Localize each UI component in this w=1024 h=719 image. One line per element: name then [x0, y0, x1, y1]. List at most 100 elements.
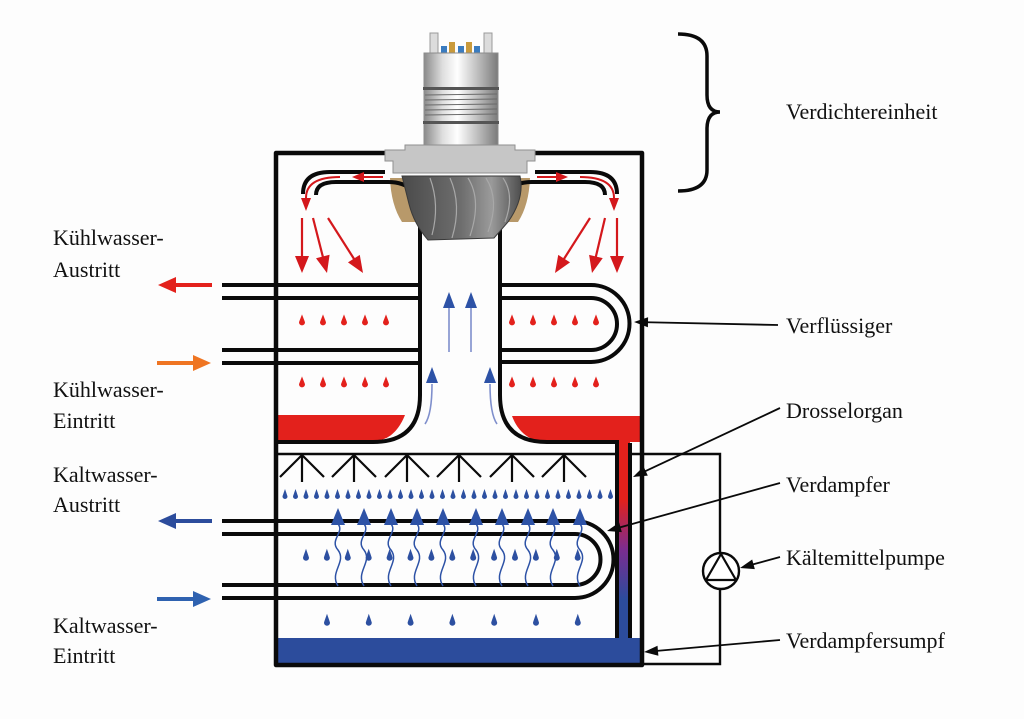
leader-evaporator-sump	[644, 639, 781, 656]
chilled-water-inlet-arrow-icon	[157, 591, 211, 607]
evaporation-arrow-wave	[472, 523, 480, 587]
spray-drop	[503, 489, 508, 499]
left-labels: Kühlwasser- Austritt Kühlwasser- Eintrit…	[53, 225, 164, 668]
suction-arrow	[465, 292, 477, 352]
evaporator-droplets	[303, 548, 581, 626]
motor-band-lower	[423, 121, 499, 124]
spray-drop	[576, 489, 582, 499]
label-throttle: Drosselorgan	[786, 398, 903, 423]
cooling-water-outlet-arrow-icon-head	[158, 277, 176, 293]
bundle-drop	[344, 548, 351, 561]
spray-drop	[513, 489, 519, 499]
motor-band-upper	[423, 87, 499, 90]
vapor-down-arrow-shaft	[311, 217, 325, 258]
condensate-drop	[383, 314, 389, 326]
suction-arrow	[443, 292, 455, 352]
evaporator-separator-line	[276, 452, 722, 553]
condensate-drop	[299, 376, 305, 388]
vapor-curve-left-head	[301, 198, 311, 211]
bundle-drop	[574, 548, 581, 561]
condenser-liquid-left	[278, 415, 405, 441]
evaporation-arrow	[436, 508, 450, 587]
suction-arrow-head	[484, 367, 496, 383]
pump-return-line	[642, 589, 722, 666]
spray-drop	[377, 489, 382, 499]
motor-housing	[423, 52, 499, 149]
bundle-drop	[386, 548, 393, 561]
flow-marks	[157, 172, 781, 656]
condensing-vapor-arrows	[295, 217, 624, 273]
spray-drop	[293, 489, 298, 499]
falling-drop	[324, 613, 330, 626]
evaporation-arrow-wave	[549, 523, 557, 587]
condensate-drop	[383, 376, 389, 388]
connector	[458, 46, 464, 54]
chilled-water-inlet-arrow-icon-head	[193, 591, 211, 607]
label-cooling-water-inlet-line1: Kühlwasser-	[53, 377, 164, 402]
vapor-curve-right-head	[609, 198, 619, 211]
spray-drop	[555, 489, 561, 499]
evaporation-arrow	[410, 508, 424, 587]
leader-condenser-shaft	[646, 321, 779, 326]
suction-arrow-curve	[424, 383, 433, 425]
vapor-curve-left	[305, 176, 341, 199]
spray-drop	[314, 489, 319, 499]
evaporation-arrow	[546, 508, 560, 587]
leader-refrigerant-pump-shaft	[752, 556, 781, 566]
bundle-drop	[512, 548, 518, 561]
spray-drop	[597, 489, 603, 499]
motor-cooling-grooves	[424, 93, 498, 116]
spray-drop	[534, 489, 540, 499]
evaporation-arrow	[357, 508, 371, 587]
vapor-arrow-right	[537, 172, 568, 182]
spray-drop	[282, 489, 288, 499]
spray-drop	[524, 489, 529, 499]
vapor-down-arrow-shaft	[594, 217, 607, 258]
compressor-unit	[384, 32, 536, 241]
spray-drop	[324, 489, 330, 499]
vapor-down-arrow-head	[295, 256, 309, 273]
bundle-drop	[407, 548, 414, 561]
bundle-drop	[449, 548, 456, 561]
vapor-arrow-left	[352, 172, 383, 182]
label-cooling-water-outlet-line1: Kühlwasser-	[53, 225, 164, 250]
evaporation-arrow	[331, 508, 345, 587]
spray-drop	[345, 489, 351, 499]
label-chilled-water-inlet-line1: Kaltwasser-	[53, 613, 158, 638]
vapor-down-arrow-shaft	[327, 217, 356, 261]
spray-drop	[566, 489, 571, 499]
condensate-drop	[572, 376, 578, 388]
vapor-down-arrow-head	[347, 254, 363, 273]
spray-drop	[335, 489, 340, 499]
compressor-post-left	[429, 32, 439, 56]
bundle-drop	[428, 548, 435, 561]
vapor-down-arrow-head	[555, 254, 571, 273]
condensate-drop	[320, 314, 326, 326]
leader-throttle-shaft	[644, 407, 781, 473]
bundle-drop	[532, 548, 539, 561]
evaporation-arrow-wave	[576, 523, 584, 587]
label-evaporator-sump: Verdampfersumpf	[786, 628, 946, 653]
vapor-curve-right	[579, 176, 615, 199]
label-compressor-unit: Verdichtereinheit	[786, 99, 938, 124]
label-cooling-water-inlet-line2: Eintritt	[53, 408, 115, 433]
falling-drop	[533, 613, 539, 626]
cooling-water-inlet-arrow-icon-head	[193, 355, 211, 371]
spray-drop	[492, 489, 498, 499]
vapor-down-arrow-head	[589, 254, 603, 273]
suction-arrow-curve	[489, 383, 498, 425]
leader-evaporator-head	[607, 522, 622, 533]
condensate-drop	[551, 376, 557, 388]
discharge-vapor-flow-arrows	[301, 172, 619, 211]
leader-throttle	[633, 407, 781, 477]
vapor-down-arrow-head	[316, 254, 330, 273]
compressor-flange	[384, 144, 536, 174]
right-labels: Verdichtereinheit Verflüssiger Drosselor…	[786, 99, 946, 653]
bundle-drop	[470, 548, 477, 561]
evaporation-arrow-head	[573, 508, 587, 525]
condensate-drop	[530, 314, 536, 326]
vapor-down-arrow	[311, 217, 330, 273]
leader-evaporator-shaft	[619, 482, 781, 529]
spray-droplets	[282, 489, 613, 499]
condensate-drop	[362, 314, 368, 326]
